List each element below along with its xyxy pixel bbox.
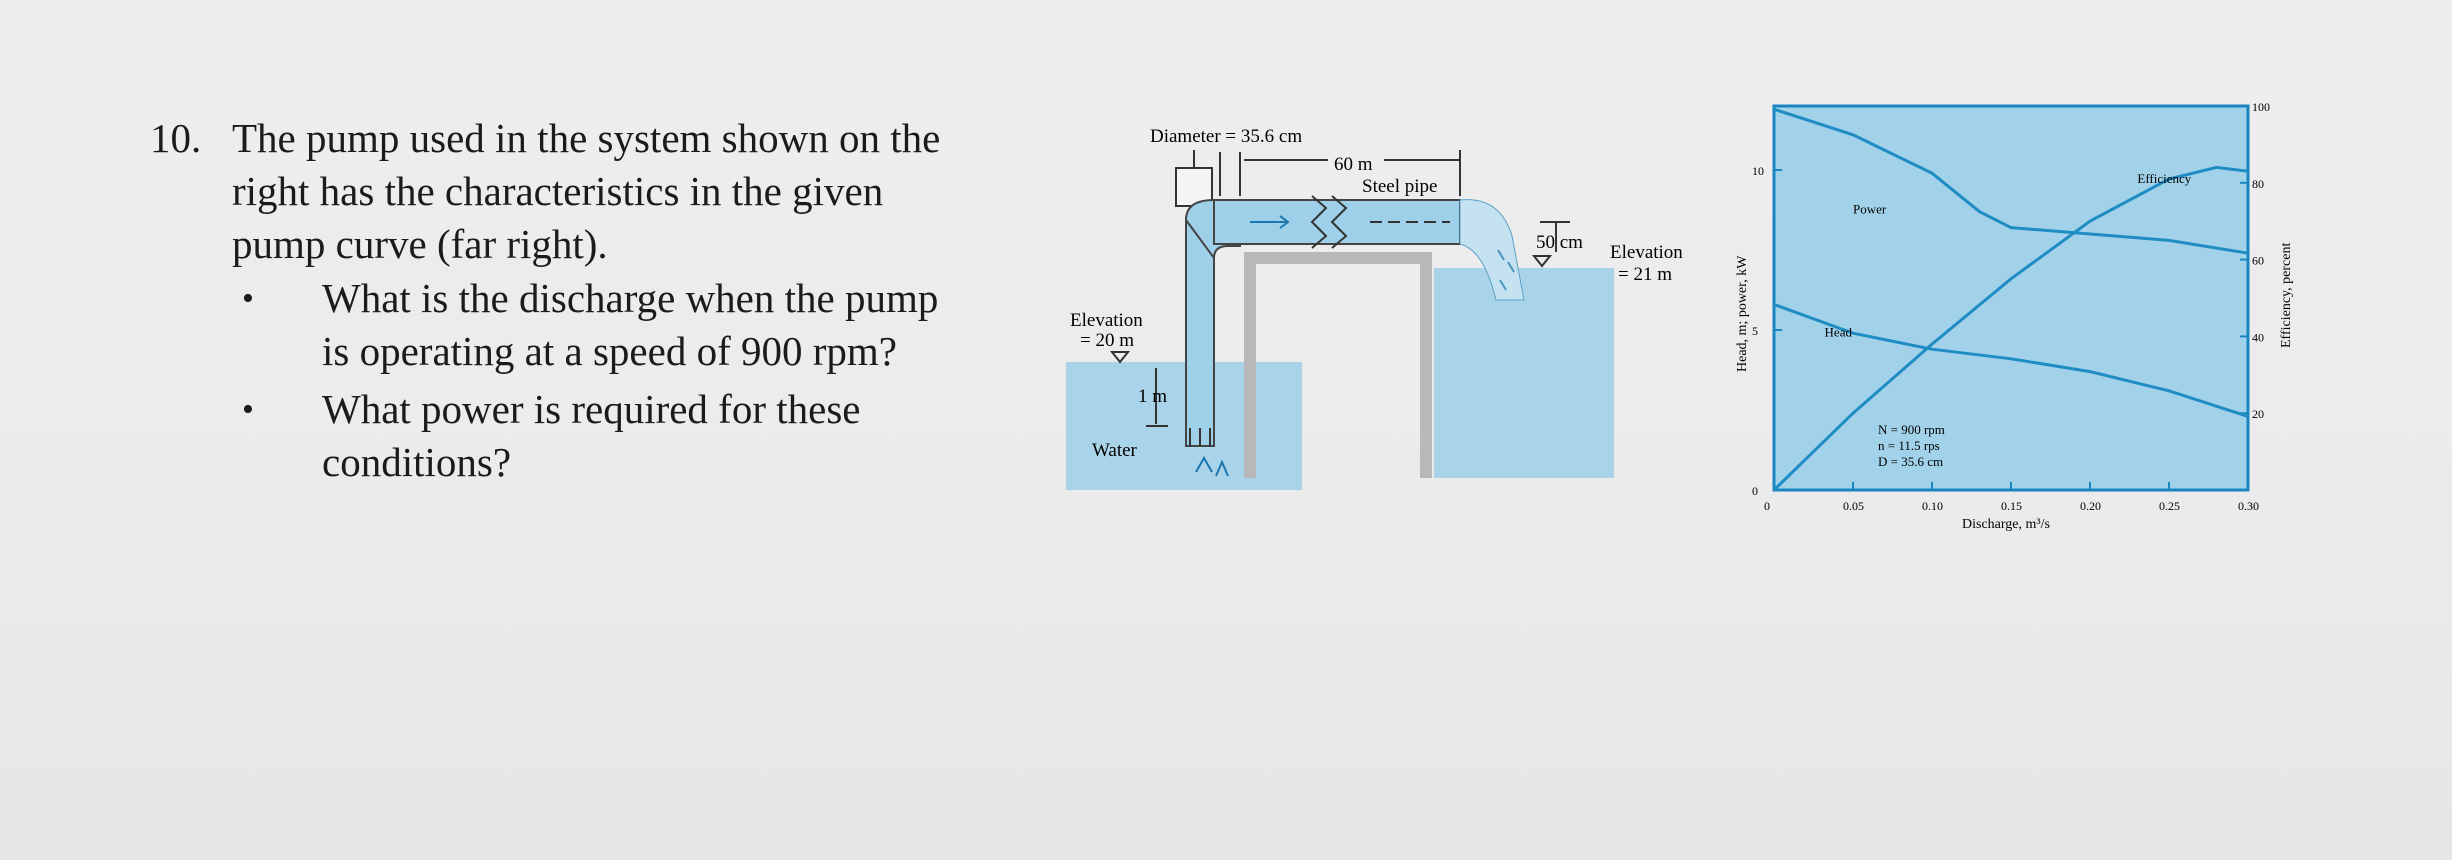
x-tick-label: 0.20 <box>2080 499 2101 513</box>
head-curve <box>1773 302 2249 418</box>
x-tick-label: 0.15 <box>2001 499 2022 513</box>
spec-diameter: D = 35.6 cm <box>1878 454 1943 469</box>
y-right-tick-label: 60 <box>2252 254 2264 268</box>
question-number: 10. <box>150 115 202 161</box>
y-right-tick-label: 20 <box>2252 407 2264 421</box>
efficiency-series-label: Efficiency <box>2137 171 2191 186</box>
y-left-tick-label: 0 <box>1752 484 1758 498</box>
question-line-1: The pump used in the system shown on the <box>232 115 941 161</box>
right-reservoir <box>1434 268 1614 478</box>
chart-plot-area <box>1772 104 2250 492</box>
power-series-label: Power <box>1853 202 1887 217</box>
pipe-label: Steel pipe <box>1362 176 1437 197</box>
spec-n-rpm: N = 900 rpm <box>1878 422 1945 437</box>
question-line-3: pump curve (far right). <box>232 221 608 267</box>
x-tick-label: 0.10 <box>1922 499 1943 513</box>
elevation-left-line-2: = 20 m <box>1080 330 1134 351</box>
submergence-label: 1 m <box>1138 386 1167 407</box>
elevation-right-line-1: Elevation <box>1610 242 1683 263</box>
elevation-right-line-2: = 21 m <box>1618 264 1672 285</box>
bullet-2-icon: • <box>242 391 254 428</box>
bullet-2-line-1: What power is required for these <box>322 386 861 432</box>
y-left-tick-label: 10 <box>1752 164 1764 178</box>
question-line-2: right has the characteristics in the giv… <box>232 168 884 214</box>
water-label: Water <box>1092 440 1138 461</box>
bullet-2-line-2: conditions? <box>322 439 512 485</box>
elevation-left-line-1: Elevation <box>1070 310 1143 331</box>
length-label: 60 m <box>1334 154 1373 175</box>
x-tick-label: 0 <box>1764 499 1770 513</box>
concrete-wall <box>1244 252 1432 478</box>
efficiency-curve <box>1772 165 2249 492</box>
x-axis-label: Discharge, m³/s <box>1962 517 2050 532</box>
outlet-label: 50 cm <box>1536 232 1583 253</box>
x-tick-label: 0.25 <box>2159 499 2180 513</box>
bullet-1-line-2: is operating at a speed of 900 rpm? <box>322 328 897 374</box>
diameter-label: Diameter = 35.6 cm <box>1150 126 1302 147</box>
head-series-label: Head <box>1825 324 1853 339</box>
y-axis-left-label: Head, m; power, kW <box>1735 255 1750 372</box>
bullet-1-line-1: What is the discharge when the pump <box>322 275 939 321</box>
y-axis-right-label: Efficiency, percent <box>2279 243 2294 348</box>
x-tick-label: 0.05 <box>1843 499 1864 513</box>
spec-n-rps: n = 11.5 rps <box>1878 438 1940 453</box>
bullet-1-icon: • <box>242 280 254 317</box>
y-right-tick-label: 80 <box>2252 177 2264 191</box>
y-right-tick-label: 40 <box>2252 330 2264 344</box>
left-reservoir <box>1066 362 1302 490</box>
y-left-tick-label: 5 <box>1752 324 1758 338</box>
y-right-tick-label: 100 <box>2252 100 2270 114</box>
x-tick-label: 0.30 <box>2238 499 2259 513</box>
power-curve <box>1773 107 2249 255</box>
steel-pipe <box>1213 199 1461 245</box>
